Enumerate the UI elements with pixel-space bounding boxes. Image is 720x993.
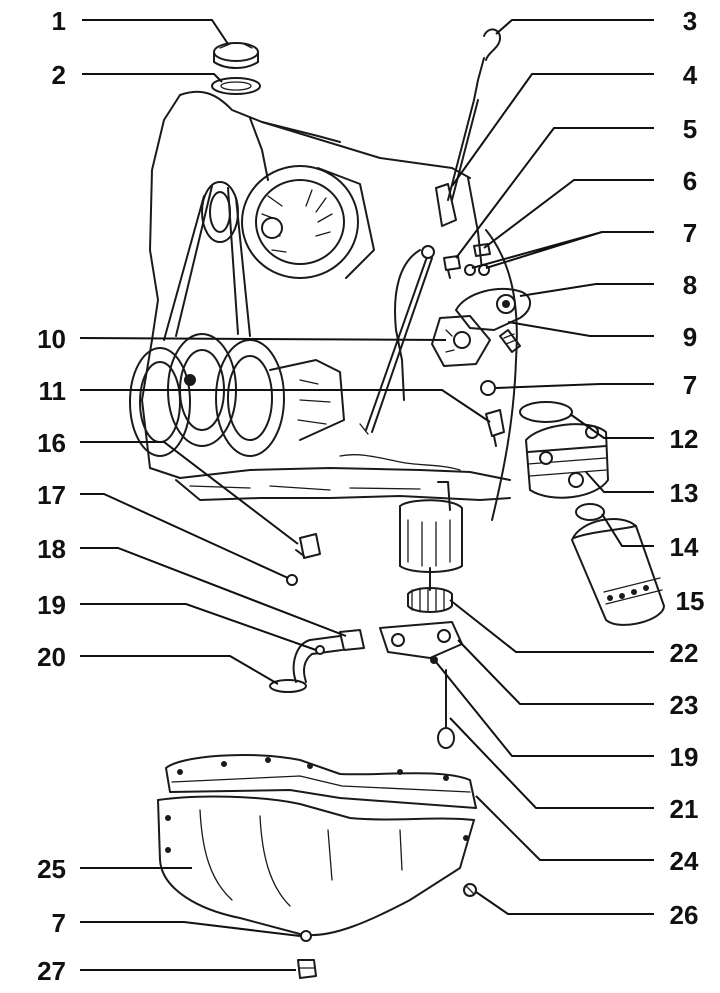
leader-13 [585, 471, 654, 493]
callout-7b: 7 [683, 370, 697, 400]
part-drain-plug [463, 883, 477, 897]
part-dipstick [421, 28, 501, 259]
crank-pulley-drawing [129, 333, 345, 457]
callout-9: 9 [683, 322, 697, 352]
leader-4 [451, 73, 654, 187]
callout-2: 2 [52, 60, 66, 90]
leader-5 [455, 127, 654, 259]
callout-12: 12 [670, 424, 699, 454]
leader-lines [79, 19, 654, 971]
callout-26: 26 [670, 900, 699, 930]
part-bolt-small [286, 574, 298, 586]
leader-10 [79, 337, 447, 341]
part-oil-pump [399, 481, 463, 613]
leader-23 [457, 639, 654, 705]
part-filter-bracket [431, 287, 531, 367]
part-oil-pan-gasket [165, 753, 477, 809]
callout-22: 22 [670, 638, 699, 668]
callout-6: 6 [683, 166, 697, 196]
leader-7b [495, 383, 654, 389]
callout-16: 16 [37, 428, 66, 458]
callout-25: 25 [37, 854, 66, 884]
callout-23: 23 [670, 690, 699, 720]
part-pump-shaft [437, 669, 455, 749]
callout-7c: 7 [52, 908, 66, 938]
callout-19a: 19 [37, 590, 66, 620]
leader-3 [495, 19, 654, 35]
part-oil-pressure-switch [443, 255, 461, 279]
part-filter-seal [575, 503, 605, 521]
leader-7c [80, 921, 301, 937]
part-seal-ring-lower [300, 930, 312, 942]
leader-21 [449, 717, 654, 809]
callout-10: 10 [37, 324, 66, 354]
callout-14: 14 [670, 532, 699, 562]
callout-11: 11 [39, 376, 67, 406]
callout-18: 18 [37, 534, 66, 564]
part-bolt-upper [464, 243, 491, 276]
callout-7a: 7 [683, 218, 697, 248]
callout-4: 4 [683, 60, 698, 90]
leader-19a [80, 603, 317, 651]
part-oil-cooler [525, 423, 609, 499]
leader-8 [519, 283, 654, 297]
leader-11 [80, 389, 491, 423]
leader-17 [80, 493, 289, 579]
callout-5: 5 [683, 114, 697, 144]
leader-24 [475, 795, 654, 861]
leader-26 [475, 891, 654, 915]
callout-21: 21 [670, 794, 699, 824]
part-baffle-clip [295, 533, 321, 559]
leader-12 [569, 413, 654, 439]
leader-18 [80, 547, 347, 637]
alternator-drawing [241, 165, 375, 279]
leader-1 [82, 19, 229, 45]
callout-3: 3 [683, 6, 697, 36]
leader-6 [483, 179, 654, 249]
leader-16 [80, 441, 299, 545]
part-pan-drain-bolt [297, 959, 317, 979]
part-oil-filler-cap [213, 42, 259, 69]
leader-19b [435, 661, 654, 757]
part-seal-ring-middle [480, 380, 496, 396]
leader-9 [507, 321, 654, 337]
leader-20 [80, 655, 279, 685]
part-oil-filter [571, 518, 665, 626]
callout-27: 27 [37, 956, 66, 986]
part-oil-temperature-sensor [485, 409, 505, 447]
callout-19b: 19 [670, 742, 699, 772]
part-filler-cap-gasket [211, 77, 261, 95]
callout-13: 13 [670, 478, 699, 508]
callout-24: 24 [670, 846, 699, 876]
leader-2 [82, 73, 223, 83]
leader-14 [601, 513, 654, 547]
callout-20: 20 [37, 642, 66, 672]
part-pump-cover [379, 621, 463, 664]
leader-7a [471, 231, 654, 269]
callout-17: 17 [37, 480, 66, 510]
callout-labels: 1 2 3 4 5 6 7 8 10 9 11 7 16 12 17 13 18… [37, 6, 704, 986]
drive-belt-drawing [163, 181, 251, 341]
leader-22 [449, 599, 654, 653]
part-cooler-o-ring [519, 401, 573, 423]
part-suction-pipe [269, 629, 365, 693]
engine-block-drawing [129, 90, 518, 521]
part-oil-pan [157, 795, 475, 937]
callout-15: 15 [676, 586, 705, 616]
callout-8: 8 [683, 270, 697, 300]
callout-1: 1 [52, 6, 66, 36]
